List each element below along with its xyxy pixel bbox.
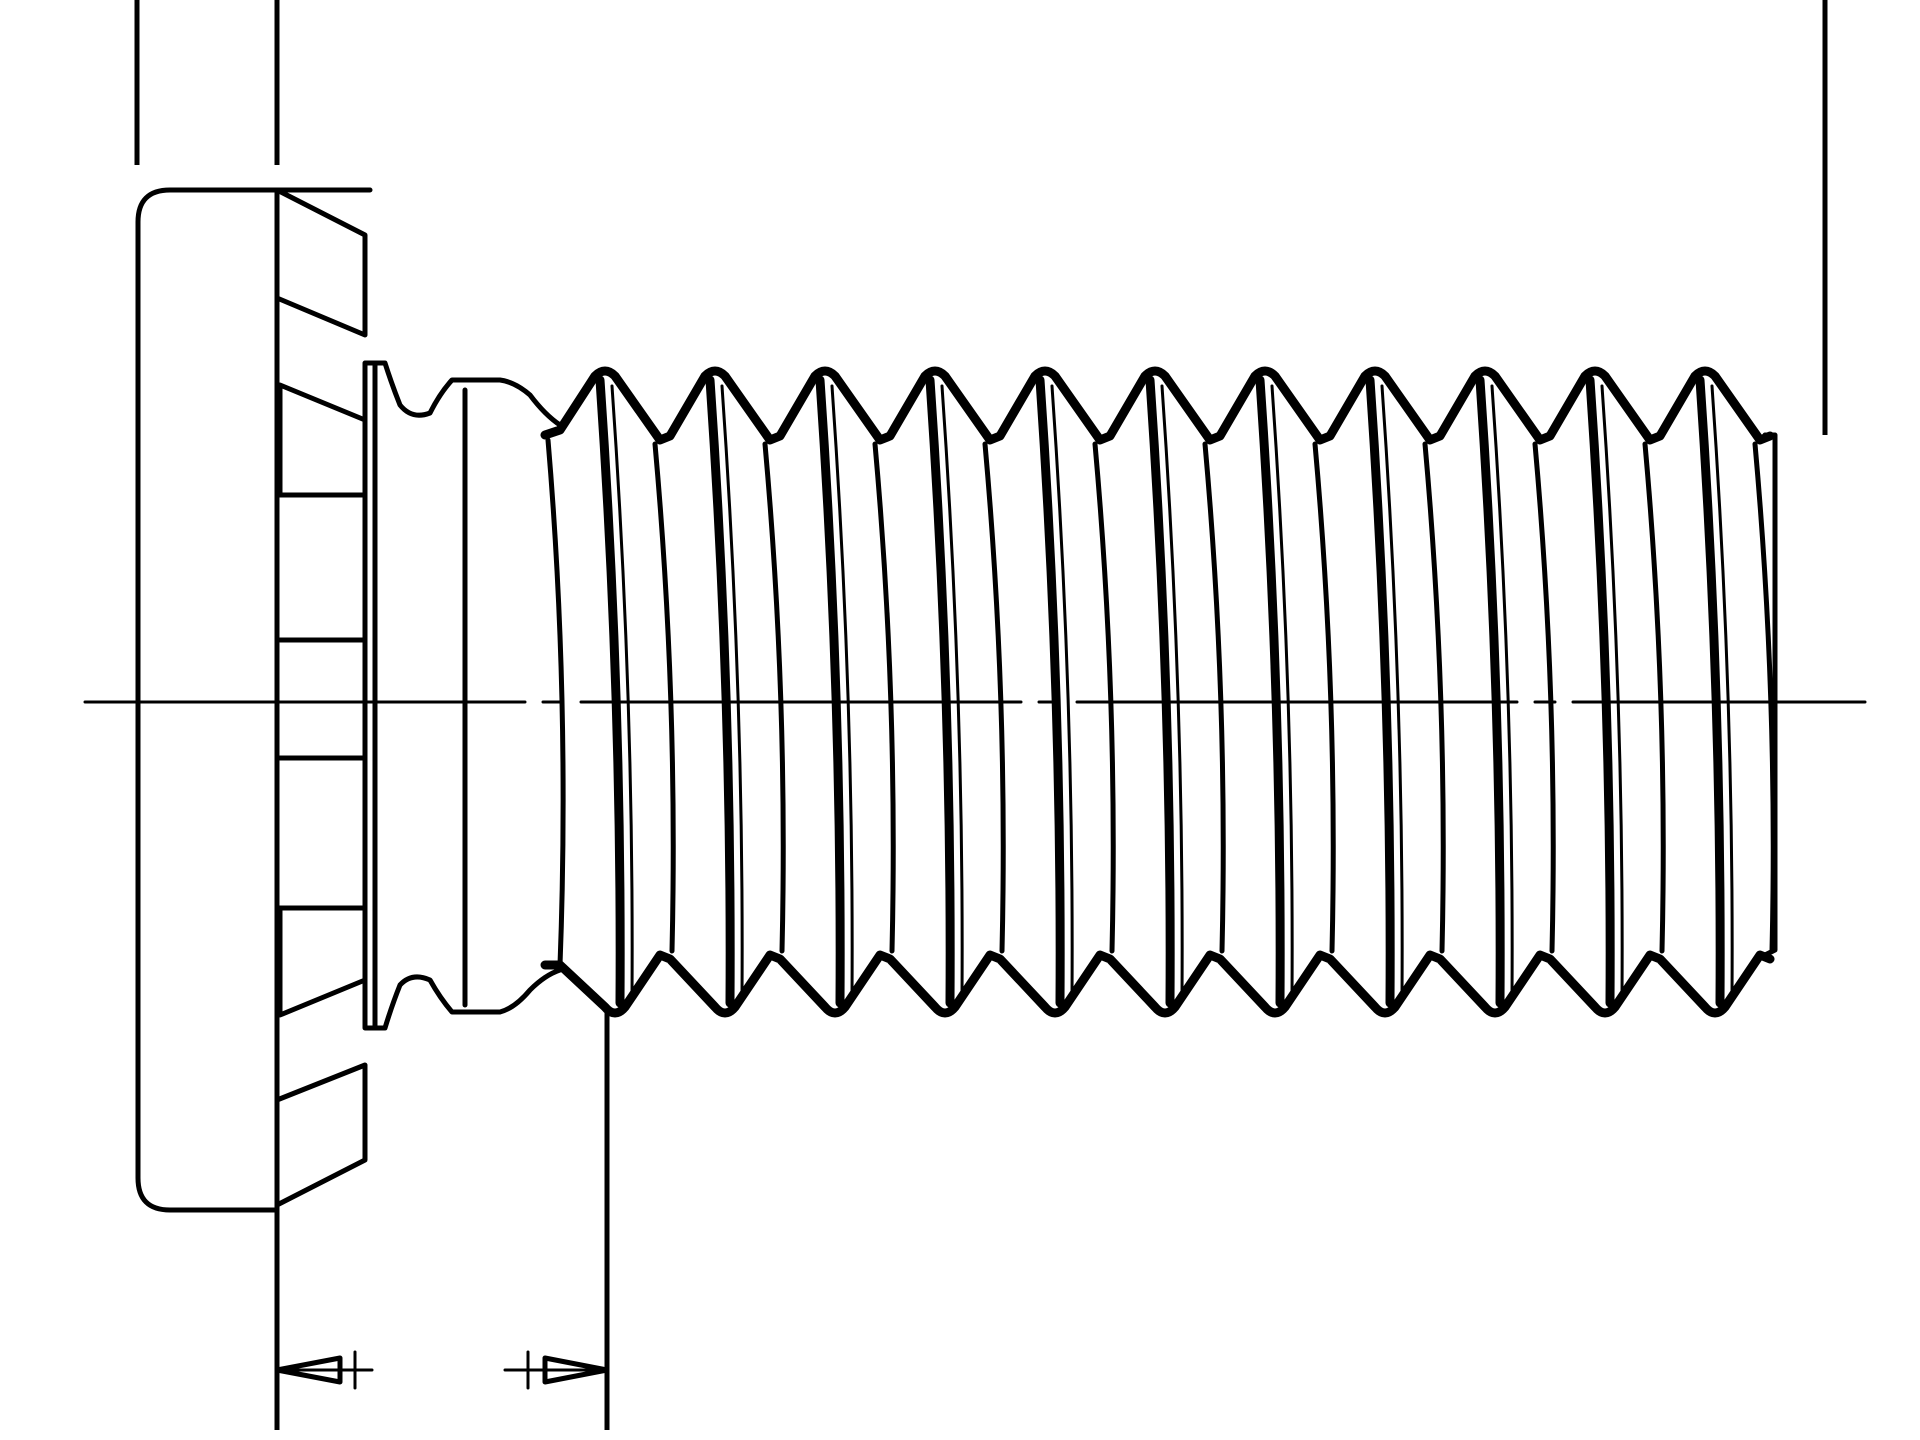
thread-crest-line — [1695, 375, 1725, 1008]
head-panel-lower — [277, 905, 368, 1018]
thread-crest-inner-line — [1160, 384, 1184, 999]
thread-root-line — [1202, 441, 1226, 954]
thread-crest-inner-line — [940, 384, 964, 999]
thread-root-line — [1422, 441, 1446, 954]
thread-crest-inner-line — [1050, 384, 1074, 999]
thread-end-face — [1762, 432, 1778, 958]
thread-crest-inner-line — [1710, 384, 1734, 999]
flange-face — [362, 360, 378, 1031]
thread-crest-line — [1255, 375, 1285, 1008]
thread-top-profile — [540, 366, 1775, 445]
thread-crest-inner-line — [610, 384, 634, 999]
screw-head — [135, 187, 378, 1213]
thread-crest-line — [705, 375, 735, 1008]
dimension-arrow-right — [503, 1350, 610, 1390]
thread-root-line — [1532, 441, 1556, 954]
thread-crest-inner-line — [830, 384, 854, 999]
thread-crest-inner-line — [1270, 384, 1294, 999]
head-panel-upper-mid — [277, 492, 368, 643]
threaded-shank — [540, 366, 1778, 1018]
thread-root-line — [982, 441, 1006, 954]
head-chamfer-top — [274, 187, 368, 338]
thread-crest-line — [595, 375, 625, 1008]
thread-root-line — [872, 441, 896, 954]
head-panel-lower-mid — [277, 755, 368, 911]
thread-root-line — [1642, 441, 1666, 954]
thread-crest-inner-line — [1600, 384, 1624, 999]
head-chamfer-bottom — [274, 1062, 368, 1208]
extension-lines — [134, 0, 1828, 1430]
neck-lower-outline — [372, 967, 563, 1031]
screw-neck — [372, 360, 563, 1031]
thread-root-line — [762, 441, 786, 954]
thread-runout-line — [545, 437, 566, 968]
thread-crest-line — [1365, 375, 1395, 1008]
head-outline — [135, 187, 373, 1213]
thread-crest-inner-line — [1380, 384, 1404, 999]
thread-crest-line — [1475, 375, 1505, 1008]
thread-crest-line — [1035, 375, 1065, 1008]
head-panel-upper — [277, 382, 368, 498]
thread-root-line — [1312, 441, 1336, 954]
thread-crest-inner-line — [720, 384, 744, 999]
thread-root-line — [1092, 441, 1116, 954]
thread-crest-inner-line — [1490, 384, 1514, 999]
thread-crest-line — [815, 375, 845, 1008]
neck-upper-outline — [372, 360, 563, 428]
thread-crest-line — [1585, 375, 1615, 1008]
thread-root-line — [652, 441, 676, 954]
dimension-arrows — [274, 1350, 610, 1390]
thread-crest-line — [925, 375, 955, 1008]
thread-bottom-profile — [540, 950, 1775, 1018]
thread-crest-line — [1145, 375, 1175, 1008]
thread-root-line — [1752, 441, 1776, 954]
dimension-arrow-left — [274, 1350, 374, 1390]
